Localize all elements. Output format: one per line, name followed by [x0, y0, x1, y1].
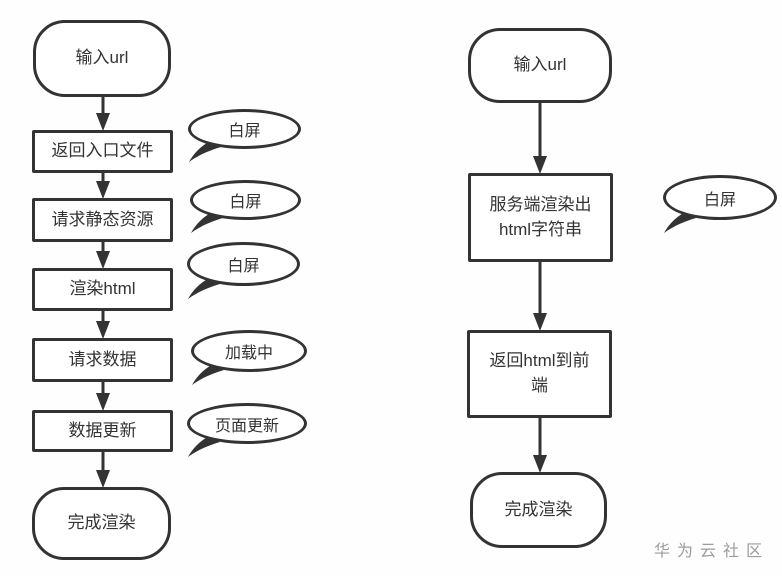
bubble-label: 页面更新 — [214, 417, 279, 435]
bubble-label: 白屏 — [229, 194, 262, 211]
node-return-html-to-frontend: 返回html到前 端 — [467, 330, 612, 418]
node-label: 请求静态资源 — [51, 209, 154, 229]
bubble-tail — [664, 212, 696, 233]
bubble-white-screen-1: 白屏 — [188, 109, 301, 149]
arrow-down-icon — [533, 101, 547, 174]
node-data-update: 数据更新 — [32, 410, 173, 452]
node-return-entry-file: 返回入口文件 — [32, 130, 173, 173]
bubble-page-update: 页面更新 — [187, 403, 307, 444]
arrow-down-icon — [96, 171, 110, 199]
bubble-tail — [191, 212, 223, 233]
arrow-down-icon — [96, 309, 110, 339]
bubble-label: 加载中 — [224, 345, 273, 362]
bubble-white-screen-2: 白屏 — [190, 180, 301, 220]
node-label: 完成渲染 — [504, 499, 573, 519]
arrow-down-icon — [96, 240, 110, 269]
bubble-label: 白屏 — [228, 123, 261, 140]
bubble-label: 白屏 — [227, 258, 260, 275]
bubble-white-screen-ssr: 白屏 — [663, 175, 777, 220]
node-enter-url-ssr: 输入url — [468, 28, 612, 103]
node-request-static-assets: 请求静态资源 — [32, 198, 173, 242]
bubble-tail — [188, 278, 220, 299]
node-render-complete: 完成渲染 — [32, 487, 171, 560]
arrow-down-icon — [533, 260, 547, 331]
node-label: 返回入口文件 — [51, 141, 154, 161]
node-label: 完成渲染 — [67, 513, 136, 533]
node-label: 渲染html — [69, 279, 136, 299]
bubble-white-screen-3: 白屏 — [187, 242, 300, 286]
node-label: 请求数据 — [68, 349, 137, 369]
node-label: 数据更新 — [68, 420, 137, 440]
node-label: 输入url — [513, 55, 567, 75]
arrow-down-icon — [96, 450, 110, 488]
bubble-tail — [192, 364, 224, 385]
node-label: 端 — [531, 376, 548, 395]
arrow-down-icon — [533, 416, 547, 473]
node-label: 服务端渲染出 — [489, 194, 592, 214]
node-label: 返回html到前 — [489, 351, 590, 371]
node-label: html字符串 — [498, 219, 583, 239]
node-render-complete-ssr: 完成渲染 — [470, 472, 607, 548]
arrow-down-icon — [96, 95, 110, 131]
node-label: 输入url — [75, 48, 129, 68]
bubble-tail — [189, 141, 221, 162]
arrow-down-icon — [96, 380, 110, 411]
node-server-render-html-string: 服务端渲染出 html字符串 — [468, 173, 613, 262]
watermark-huawei-cloud-community: 华为云社区 — [654, 543, 770, 560]
bubble-label: 白屏 — [703, 191, 736, 209]
node-request-data: 请求数据 — [32, 338, 173, 382]
bubble-loading: 加载中 — [191, 330, 307, 372]
node-enter-url: 输入url — [33, 20, 171, 97]
bubble-tail — [188, 436, 220, 457]
node-render-html: 渲染html — [32, 268, 173, 311]
